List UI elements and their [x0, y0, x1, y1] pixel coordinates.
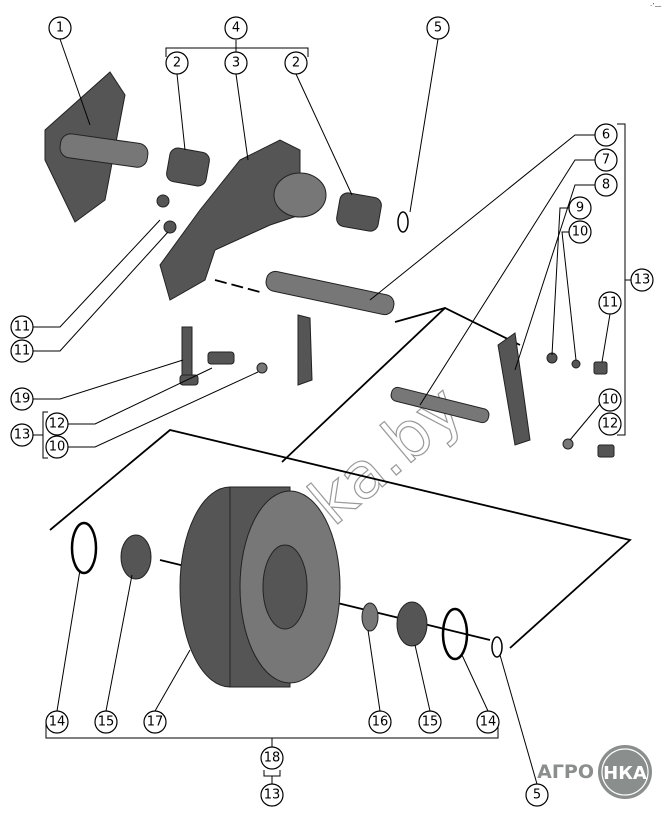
bushing-part-2b: [336, 192, 382, 232]
svg-text:19: 19: [14, 392, 31, 407]
callout-4: 4: [224, 16, 248, 40]
callout-14: 14: [45, 710, 69, 734]
callout-10: 10: [598, 388, 622, 412]
parts: [44, 71, 615, 688]
callout-9: 9: [568, 196, 592, 220]
callout-2: 2: [165, 51, 189, 75]
group-brackets: [33, 40, 631, 784]
callout-11: 11: [10, 339, 34, 363]
svg-text:2: 2: [173, 56, 181, 71]
svg-text:13: 13: [634, 273, 651, 288]
svg-text:11: 11: [14, 344, 31, 359]
plate-part-7: [297, 314, 313, 386]
callout-15: 15: [94, 710, 118, 734]
svg-text:15: 15: [422, 715, 439, 730]
bolt-part-19: [181, 326, 193, 383]
callout-19: 19: [10, 387, 34, 411]
svg-text:13: 13: [264, 788, 281, 803]
callout-1: 1: [48, 16, 72, 40]
svg-text:3: 3: [232, 56, 240, 71]
callout-16: 16: [368, 710, 392, 734]
callout-6: 6: [594, 123, 618, 147]
callout-11: 11: [598, 291, 622, 315]
svg-text:5: 5: [533, 788, 541, 803]
callout-13: 13: [10, 423, 34, 447]
axle-part-6: [265, 270, 395, 316]
svg-text:14: 14: [480, 715, 497, 730]
callout-14: 14: [476, 710, 500, 734]
lever-part-3: [159, 139, 301, 301]
callout-5: 5: [525, 783, 549, 807]
svg-text:8: 8: [602, 178, 610, 193]
svg-text:10: 10: [602, 393, 619, 408]
svg-text:16: 16: [372, 715, 389, 730]
logo-right-text: НКА: [603, 763, 647, 784]
svg-text:10: 10: [49, 440, 66, 455]
svg-text:11: 11: [602, 296, 619, 311]
agronka-logo: АГРО НКА: [537, 745, 652, 799]
link-part-9: [497, 332, 531, 446]
pin-part-8: [390, 386, 490, 424]
svg-text:10: 10: [572, 225, 589, 240]
callout-12: 12: [598, 412, 622, 436]
callout-7: 7: [594, 148, 618, 172]
svg-text:2: 2: [292, 56, 300, 71]
callout-8: 8: [594, 173, 618, 197]
svg-text:18: 18: [264, 751, 281, 766]
callout-15: 15: [418, 710, 442, 734]
svg-text:14: 14: [49, 715, 66, 730]
corner-mark: ·’—: [650, 2, 661, 10]
callout-17: 17: [143, 710, 167, 734]
callout-10: 10: [45, 435, 69, 459]
callout-11: 11: [10, 315, 34, 339]
bushing-part-2: [166, 147, 210, 187]
svg-text:15: 15: [98, 715, 115, 730]
callout-12: 12: [45, 412, 69, 436]
svg-text:17: 17: [147, 715, 164, 730]
callout-18: 18: [260, 746, 284, 770]
svg-text:9: 9: [576, 201, 584, 216]
leader-lines: [33, 38, 611, 785]
svg-text:7: 7: [602, 153, 610, 168]
svg-text:5: 5: [434, 21, 442, 36]
callout-5: 5: [426, 16, 450, 40]
logo-left-text: АГРО: [537, 761, 594, 783]
callout-13: 13: [630, 268, 654, 292]
svg-text:1: 1: [56, 21, 64, 36]
callout-3: 3: [224, 51, 248, 75]
svg-text:6: 6: [602, 128, 610, 143]
callout-10: 10: [568, 220, 592, 244]
callouts: 1 4 2 3 2 5 6 7 8 9 10 13 11 10 12 11 11…: [10, 16, 654, 807]
svg-text:12: 12: [602, 417, 619, 432]
assembly-lines: [49, 279, 632, 649]
svg-text:4: 4: [232, 21, 240, 36]
svg-text:12: 12: [49, 417, 66, 432]
svg-text:13: 13: [14, 428, 31, 443]
callout-2: 2: [284, 51, 308, 75]
svg-text:11: 11: [14, 320, 31, 335]
callout-13: 13: [260, 783, 284, 807]
